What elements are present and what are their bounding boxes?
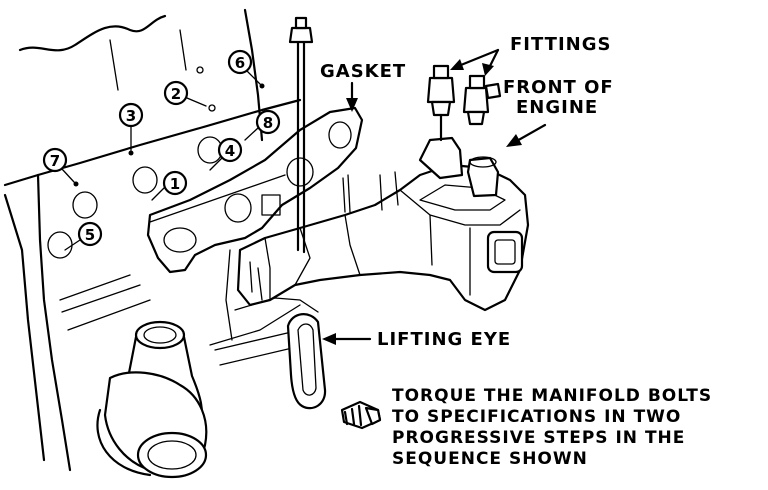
front-of-engine-label-line1: FRONT OF	[503, 77, 614, 98]
sequence-1: 1	[151, 170, 188, 201]
manifold-bolt	[340, 400, 382, 430]
lifting-eye-label: LIFTING EYE	[377, 329, 511, 350]
svg-text:5: 5	[85, 226, 95, 244]
front-of-engine-label-line2: ENGINE	[516, 97, 598, 118]
lifting-eye	[286, 313, 327, 410]
torque-note-line4: SEQUENCE SHOWN	[392, 449, 588, 469]
sequence-3: 3	[118, 102, 144, 156]
gasket-label: GASKET	[320, 61, 406, 82]
sequence-4: 4	[209, 137, 243, 171]
manifold-stud	[288, 16, 314, 254]
svg-text:1: 1	[170, 175, 180, 193]
torque-note-line2: TO SPECIFICATIONS IN TWO	[392, 407, 681, 427]
labels: GASKET FITTINGS FRONT OF ENGINE LIFTING …	[320, 34, 712, 469]
svg-text:7: 7	[50, 152, 60, 170]
leader-lines	[322, 48, 547, 345]
fittings	[426, 64, 502, 142]
sequence-7: 7	[42, 147, 79, 187]
fittings-label: FITTINGS	[510, 34, 611, 55]
svg-text:6: 6	[235, 54, 245, 72]
torque-note-line1: TORQUE THE MANIFOLD BOLTS	[392, 386, 712, 406]
sequence-6: 6	[227, 49, 265, 89]
torque-note-line3: PROGRESSIVE STEPS IN THE	[392, 428, 685, 448]
gasket	[146, 106, 364, 274]
sequence-5: 5	[64, 221, 103, 251]
bolt-sequence: 1 2 3 4 5 6	[42, 49, 281, 251]
svg-text:4: 4	[225, 142, 235, 160]
sequence-2: 2	[163, 80, 207, 107]
svg-text:3: 3	[126, 107, 136, 125]
exhaust-pipe	[103, 320, 306, 479]
engine-block	[3, 8, 302, 477]
sequence-8: 8	[244, 109, 281, 141]
svg-text:8: 8	[263, 114, 273, 132]
intake-manifold	[209, 136, 530, 346]
head-ports	[47, 66, 223, 259]
svg-text:2: 2	[171, 85, 181, 103]
